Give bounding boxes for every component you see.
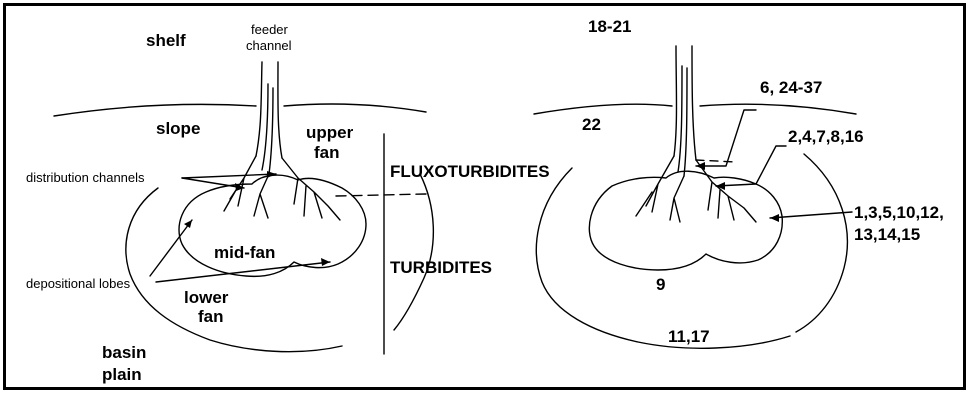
- diagram-frame: shelf feeder channel slope upper fan dis…: [3, 3, 966, 390]
- zone-boundary-dashed: [336, 194, 426, 196]
- label-lower-fan-line-1: lower: [184, 288, 229, 307]
- label-shelf-ids: 18-21: [588, 17, 631, 36]
- arrowhead-7: [770, 214, 779, 222]
- r-feeder-wall-left: [674, 46, 677, 156]
- label-lower-fan-line-2: fan: [198, 307, 224, 326]
- lower-fan-outline: [126, 188, 342, 352]
- feeder-channel-wall-left: [256, 62, 262, 156]
- r-distribution-center: [670, 176, 684, 222]
- label-lobe-ids-line-2: 13,14,15: [854, 225, 920, 244]
- feeder-channel-wall-right: [278, 62, 282, 158]
- arrow-lobes-1: [150, 220, 192, 276]
- label-shelf: shelf: [146, 31, 186, 50]
- label-feeder-ids: 6, 24-37: [760, 78, 822, 97]
- feeder-thread-1: [262, 84, 268, 170]
- label-upper-fan-ids: 2,4,7,8,16: [788, 127, 864, 146]
- submarine-fan-diagram: shelf feeder channel slope upper fan dis…: [6, 6, 963, 387]
- label-feeder-line-1: feeder: [251, 22, 289, 37]
- feeder-thread-2: [269, 88, 273, 174]
- label-fluxoturbidites: FLUXOTURBIDITES: [390, 162, 550, 181]
- label-mid-lower-ids: 9: [656, 275, 665, 294]
- label-turbidites: TURBIDITES: [390, 258, 492, 277]
- basin-outline-right: [394, 174, 433, 330]
- label-depositional-lobes: depositional lobes: [26, 276, 131, 291]
- arrowhead-5: [696, 162, 705, 170]
- r-dashed-1: [696, 160, 736, 162]
- left-fan-diagram: shelf feeder channel slope upper fan dis…: [26, 22, 550, 384]
- label-upper-fan-line-2: fan: [314, 143, 340, 162]
- r-feeder-thread-1: [678, 66, 682, 172]
- distribution-channel-right: [282, 158, 340, 220]
- arrow-feeder-ids: [696, 110, 756, 166]
- label-basin-ids: 11,17: [668, 327, 710, 346]
- r-lower-fan-outline-right: [796, 154, 847, 332]
- label-basin-plain-line-1: basin: [102, 343, 146, 362]
- label-lobe-ids-line-1: 1,3,5,10,12,: [854, 203, 944, 222]
- arrowhead-4: [321, 258, 330, 266]
- r-distribution-left: [636, 156, 674, 216]
- arrowhead-2: [267, 171, 276, 178]
- label-upper-fan-line-1: upper: [306, 123, 354, 142]
- label-distribution-channels: distribution channels: [26, 170, 145, 185]
- r-shelf-edge-right: [700, 104, 856, 114]
- arrow-distribution-1: [182, 178, 244, 188]
- r-feeder-wall-right: [692, 46, 696, 160]
- shelf-edge-right: [284, 104, 426, 112]
- r-lower-fan-outline-left: [536, 168, 790, 348]
- r-feeder-thread-2: [684, 68, 687, 176]
- r-shelf-edge-left: [534, 104, 672, 114]
- arrowhead-3: [184, 220, 192, 228]
- arrow-lobes-2: [156, 262, 330, 282]
- shelf-edge-left: [54, 104, 256, 116]
- label-slope: slope: [156, 119, 200, 138]
- label-slope-ids: 22: [582, 115, 601, 134]
- label-feeder-line-2: channel: [246, 38, 292, 53]
- r-depositional-lobes-outline: [589, 171, 782, 270]
- right-fan-diagram: 18-21 22 6, 24-37 2,4,7,8,16 1,3,5,10,12…: [534, 17, 944, 348]
- label-basin-plain-line-2: plain: [102, 365, 142, 384]
- label-mid-fan: mid-fan: [214, 243, 275, 262]
